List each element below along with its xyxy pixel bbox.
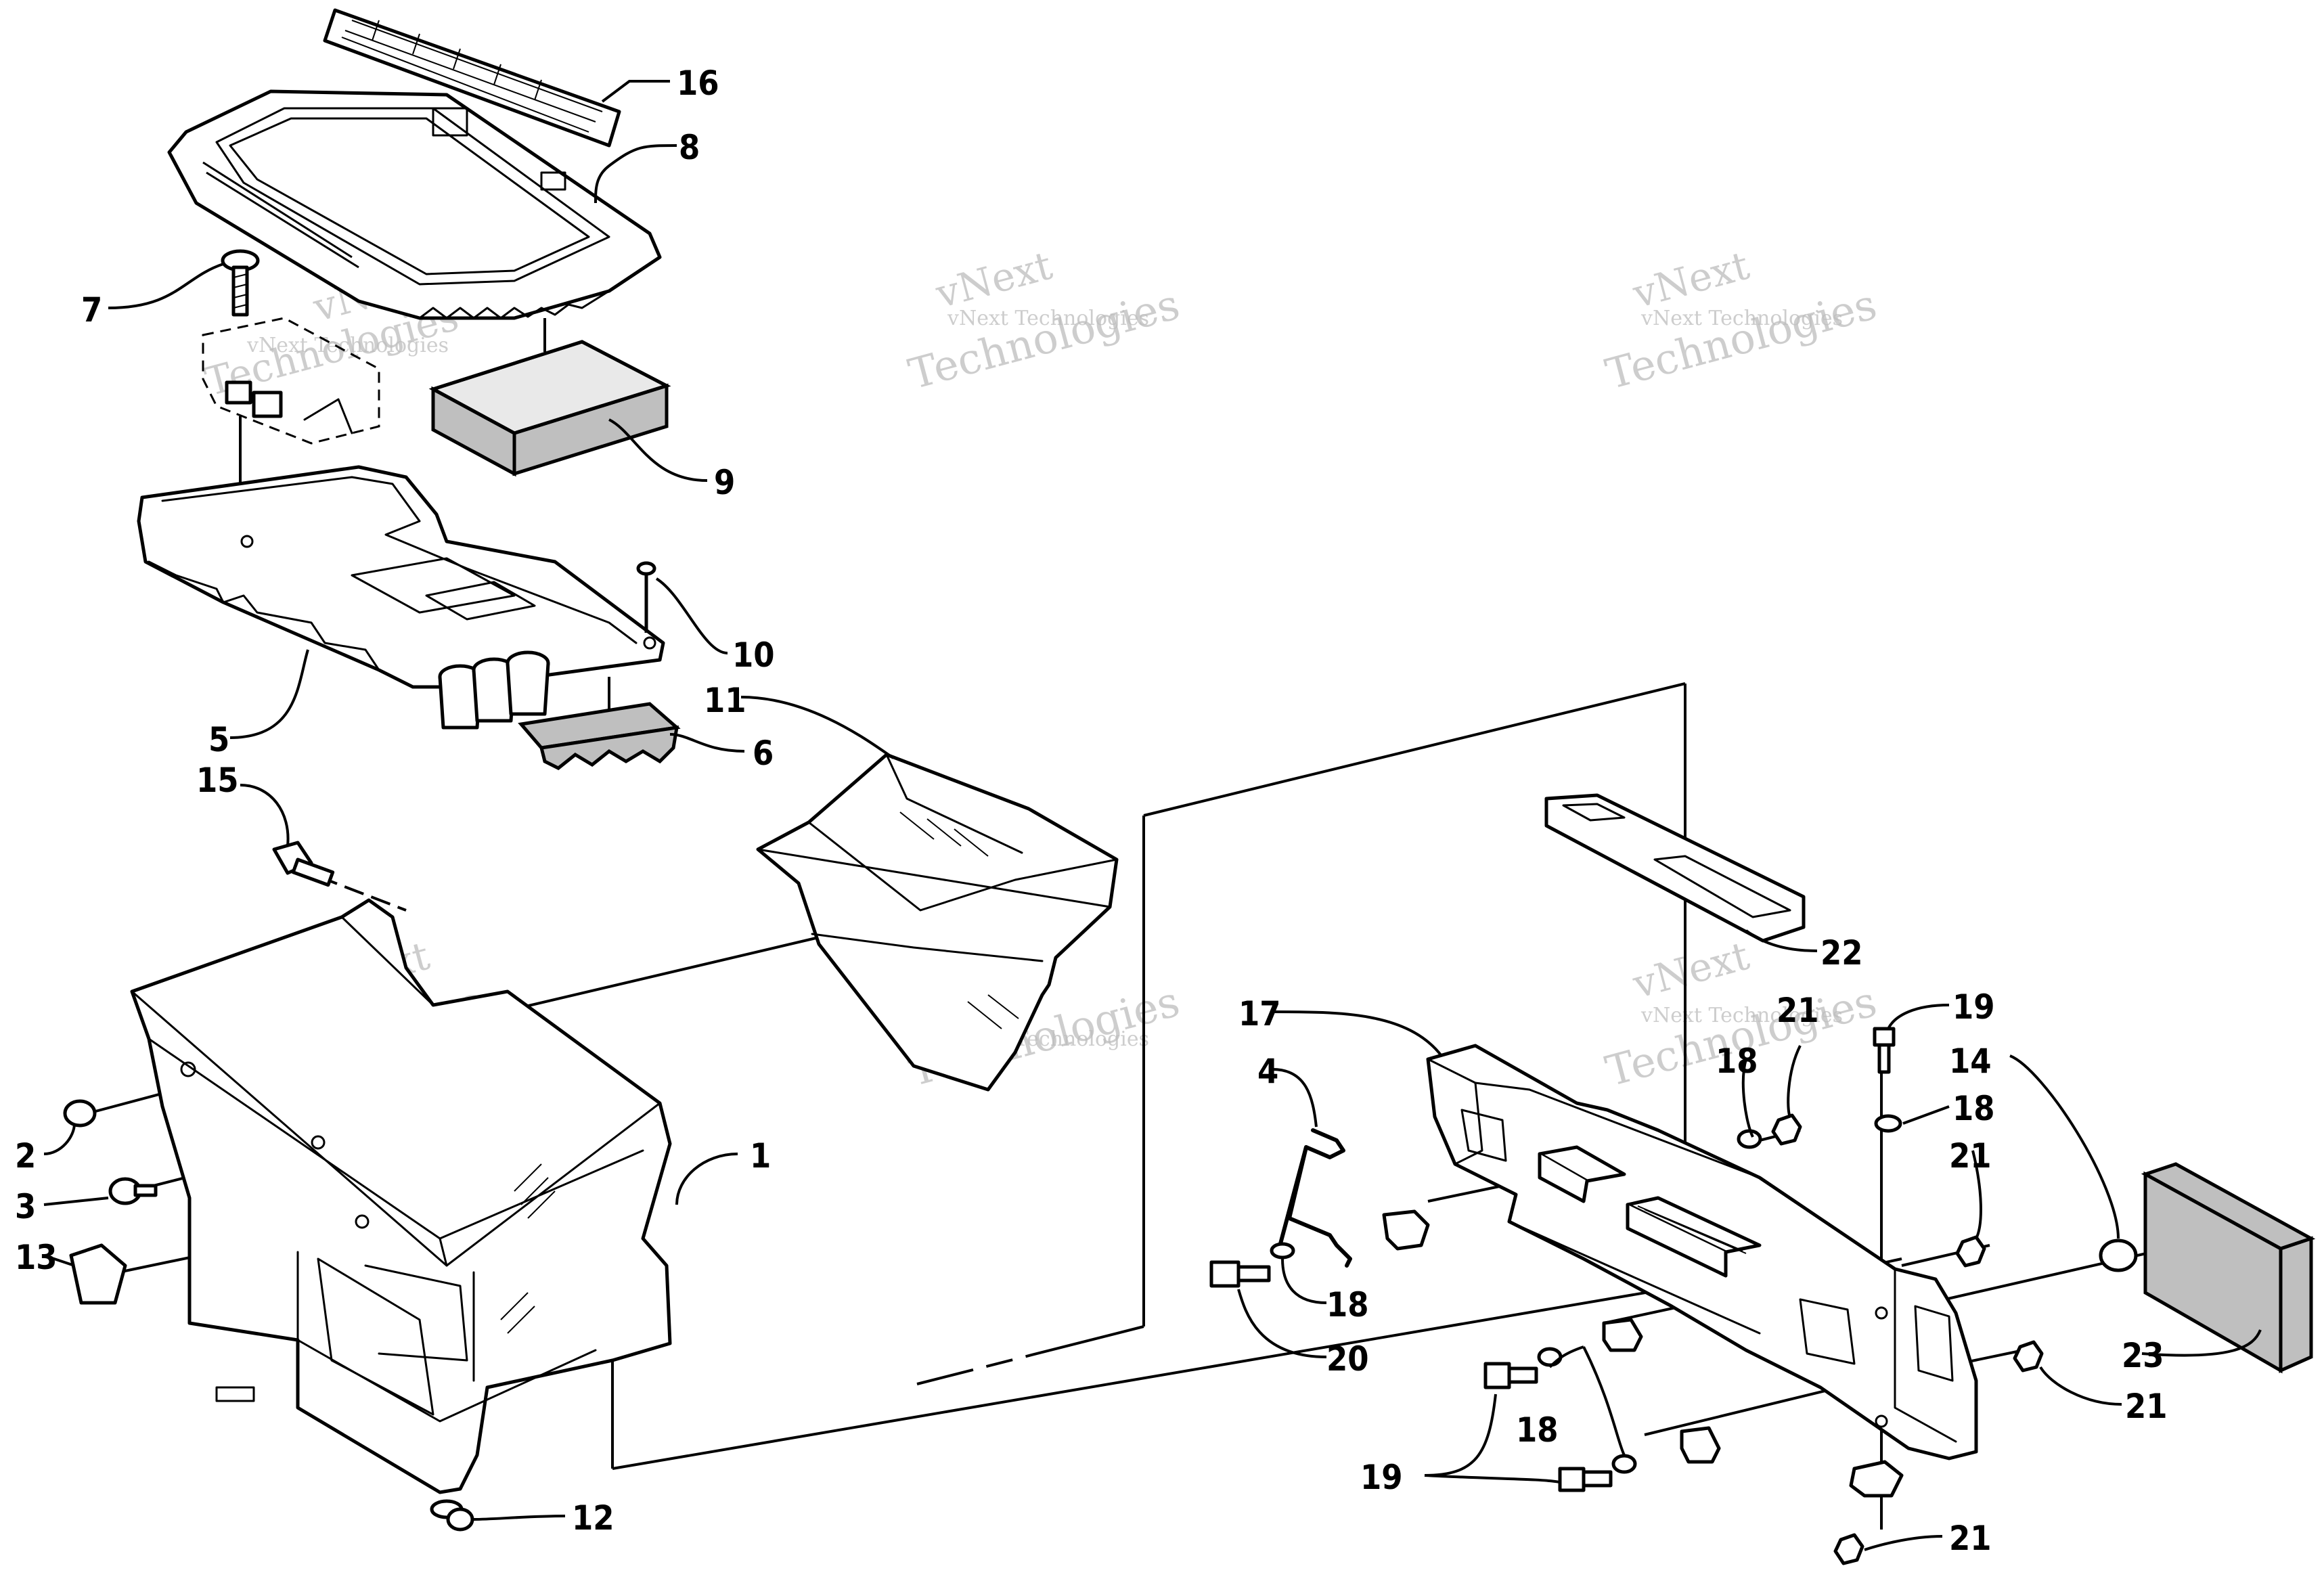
callout-19: 19: [1360, 1458, 1403, 1497]
watermark-text: vNext Technologies: [1640, 1004, 1843, 1027]
callout-23: 23: [2122, 1336, 2164, 1375]
part-14-grommet: [2099, 1239, 2138, 1272]
callout-16: 16: [677, 64, 719, 103]
watermark-text: vNext Technologies: [947, 307, 1149, 330]
callout-21: 21: [2125, 1387, 2168, 1426]
part-17-duct: [1426, 1044, 1978, 1461]
part-1-airbox: [130, 898, 672, 1519]
part-16-decal: [323, 8, 621, 148]
callout-21: 21: [1949, 1136, 1992, 1176]
callout-labels: 16 8 7 9 10 5 6 11 15 1 2 3 13 12 17 4 2…: [15, 64, 2168, 1558]
callout-17: 17: [1238, 994, 1281, 1033]
callout-1: 1: [750, 1136, 771, 1176]
callout-2: 2: [15, 1136, 36, 1176]
callout-12: 12: [572, 1498, 614, 1538]
part-23-filter: [2141, 1162, 2316, 1374]
cam-disks: [1382, 1209, 1904, 1498]
callout-14: 14: [1949, 1042, 1992, 1081]
callout-18: 18: [1952, 1089, 1995, 1128]
washers: [1270, 1114, 1902, 1474]
callout-5: 5: [208, 720, 229, 759]
callout-15: 15: [196, 761, 239, 800]
part-2-grommet: [63, 1099, 97, 1128]
callout-9: 9: [714, 463, 735, 502]
callout-18: 18: [1716, 1042, 1758, 1081]
callout-19: 19: [1952, 987, 1995, 1027]
callout-13: 13: [15, 1238, 58, 1277]
callout-3: 3: [15, 1187, 36, 1226]
watermark-text: vNext Technologies: [246, 334, 449, 357]
part-5-tray: [137, 465, 665, 730]
callout-22: 22: [1820, 933, 1863, 973]
callout-7: 7: [81, 290, 102, 330]
part-12-grommet: [446, 1507, 474, 1532]
callout-20: 20: [1326, 1339, 1369, 1379]
callout-21: 21: [1776, 991, 1819, 1030]
part-9-filter: [428, 340, 671, 477]
part-3-screw: [108, 1177, 158, 1205]
control-unit-dashed: [202, 317, 380, 445]
part-7-screw: [221, 249, 260, 317]
part-8-lid: [167, 89, 662, 320]
watermark-vnext: vNext: [1628, 933, 1754, 1008]
callout-18: 18: [1516, 1410, 1559, 1450]
leader-lines: [43, 80, 2262, 1551]
callout-6: 6: [753, 734, 774, 773]
watermark-text: vNext Technologies: [1640, 307, 1843, 330]
part-10-screw: [636, 561, 656, 633]
callout-11: 11: [704, 681, 746, 720]
part-6-filter: [518, 702, 681, 770]
callout-21: 21: [1949, 1519, 1992, 1558]
callout-18: 18: [1326, 1285, 1369, 1324]
part-22-seal: [1544, 793, 1806, 943]
callout-8: 8: [679, 128, 700, 167]
part-15-sensor: [272, 841, 335, 887]
callout-4: 4: [1257, 1052, 1278, 1091]
bolts: [1209, 1027, 1896, 1492]
callout-10: 10: [732, 636, 775, 675]
part-13-clip: [69, 1243, 127, 1305]
part-11-intake: [756, 753, 1119, 1092]
